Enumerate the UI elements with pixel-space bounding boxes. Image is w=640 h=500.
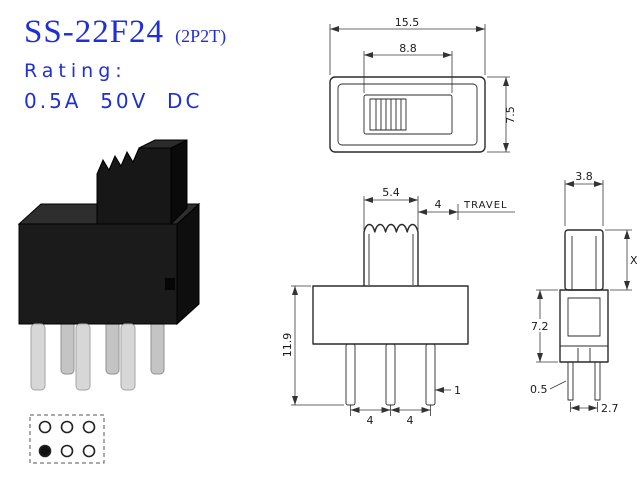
front-view-drawing: 5.4 4 TRAVEL 11.9 4 4 1 — [283, 186, 515, 427]
side-view-body — [559, 289, 609, 363]
dim-top-depth: 7.5 — [504, 106, 517, 124]
front-view-pins — [345, 343, 436, 406]
dim-pin-thickness: 0.5 — [530, 383, 548, 396]
top-view-drawing: 15.5 8.8 7.5 — [329, 16, 517, 153]
top-view-slot — [363, 94, 453, 135]
active-contact — [38, 444, 52, 458]
top-view-knob — [369, 98, 407, 131]
schematic-outline — [29, 414, 105, 464]
model-line: SS-22F24 (2P2T) — [24, 14, 226, 51]
dim-pin-row-pitch: 2.7 — [601, 402, 619, 415]
side-view-drawing: 3.8 X 7.2 0.5 2.7 — [529, 170, 638, 415]
dim-knob-depth: 3.8 — [575, 170, 593, 183]
dim-pin-pitch-right: 4 — [407, 414, 414, 427]
front-view-body — [312, 285, 469, 345]
circuit-schematic — [29, 414, 105, 464]
side-view-knob — [564, 229, 604, 291]
contact-terminals — [38, 420, 96, 458]
dim-pin-width: 1 — [454, 384, 461, 397]
product-photo — [17, 139, 201, 391]
dim-overall-height: 11.9 — [283, 333, 294, 358]
rating-value: 0.5A 50V DC — [24, 89, 203, 113]
dim-slot-width: 8.8 — [399, 42, 417, 55]
side-view-pins — [567, 361, 601, 401]
dim-pin-pitch-left: 4 — [367, 414, 374, 427]
variant-code: (2P2T) — [175, 26, 227, 46]
rating-label: Rating: — [24, 60, 127, 82]
title-block: SS-22F24 (2P2T) Rating: 0.5A 50V DC — [24, 14, 226, 113]
dim-body-height: 7.2 — [531, 320, 549, 333]
dim-knob-width: 5.4 — [382, 186, 400, 199]
front-pins — [30, 323, 136, 391]
switch-knob — [96, 139, 188, 226]
model-number: SS-22F24 — [24, 14, 165, 50]
dim-knob-height: X — [630, 254, 638, 267]
dim-travel-value: 4 — [435, 198, 442, 211]
travel-label: TRAVEL — [463, 200, 508, 211]
top-view-body — [329, 76, 486, 153]
front-view-knob — [363, 223, 419, 286]
dim-top-width: 15.5 — [395, 16, 420, 29]
